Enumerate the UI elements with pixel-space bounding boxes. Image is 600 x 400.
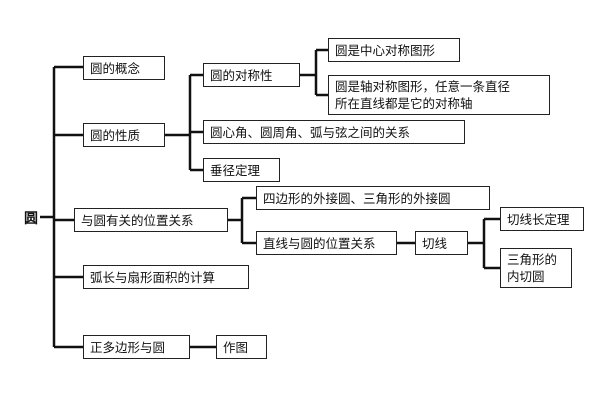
node-construction: 作图 <box>216 335 267 359</box>
node-axial-symmetry: 圆是轴对称图形，任意一条直径 所在直线都是它的对称轴 <box>328 75 550 115</box>
node-tangent: 切线 <box>415 231 468 255</box>
node-properties: 圆的性质 <box>83 123 165 147</box>
incircle-line1: 三角形的 <box>507 252 558 267</box>
node-tangent-length: 切线长定理 <box>500 207 584 231</box>
node-angles-chords: 圆心角、圆周角、弧与弦之间的关系 <box>203 120 465 144</box>
node-central-symmetry: 圆是中心对称图形 <box>328 38 460 62</box>
axial-symmetry-line1: 圆是轴对称图形，任意一条直径 <box>335 79 511 94</box>
root-node: 圆 <box>24 211 38 227</box>
node-arc-sector: 弧长与扇形面积的计算 <box>83 265 249 289</box>
node-position: 与圆有关的位置关系 <box>74 208 228 232</box>
incircle-line2: 内切圆 <box>507 269 545 284</box>
node-perpendicular-diameter: 垂径定理 <box>203 158 280 182</box>
axial-symmetry-line2: 所在直线都是它的对称轴 <box>335 96 473 111</box>
node-circumscribed: 四边形的外接圆、三角形的外接圆 <box>256 186 490 210</box>
node-symmetry: 圆的对称性 <box>203 63 300 87</box>
node-concept: 圆的概念 <box>83 56 165 80</box>
node-polygon: 正多边形与圆 <box>83 335 190 359</box>
node-incircle: 三角形的 内切圆 <box>500 248 572 288</box>
node-line-circle: 直线与圆的位置关系 <box>256 231 397 255</box>
